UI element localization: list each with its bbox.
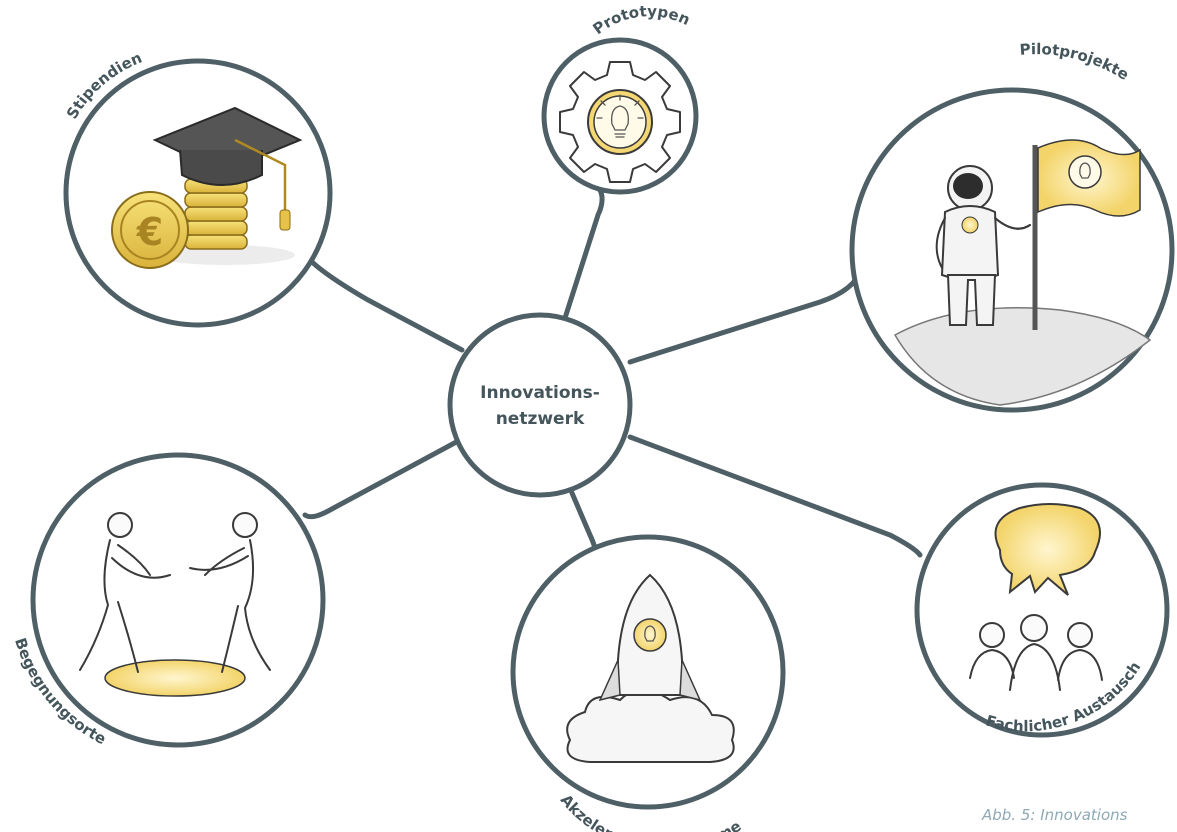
connector-pilotprojekte: [627, 265, 865, 365]
astronaut-flag-icon: [893, 139, 1152, 406]
center-label-line2: netzwerk: [496, 409, 585, 429]
label-pilotprojekte: Pilotprojekte: [1019, 40, 1132, 84]
connector-prototypen: [562, 187, 605, 321]
center-label-line1: Innovations-: [480, 383, 600, 403]
rocket-launch-icon: [566, 573, 735, 763]
circle-center: [447, 312, 633, 498]
connector-begegnungsorte: [302, 437, 463, 520]
graduation-cap-coins-icon: €: [111, 106, 303, 269]
connector-stipendien: [307, 257, 465, 353]
circle-austausch: [914, 482, 1170, 738]
gear-lightbulb-icon: [559, 61, 681, 183]
meeting-people-icon: [79, 512, 271, 697]
connector-austausch: [627, 434, 923, 558]
circle-begegnungsorte: [30, 452, 326, 748]
figure-caption: Abb. 5: Innovations: [982, 806, 1128, 824]
speech-bubble-people-icon: [969, 503, 1103, 691]
label-prototypen: Prototypen: [590, 2, 693, 38]
svg-text:€: €: [136, 210, 163, 254]
